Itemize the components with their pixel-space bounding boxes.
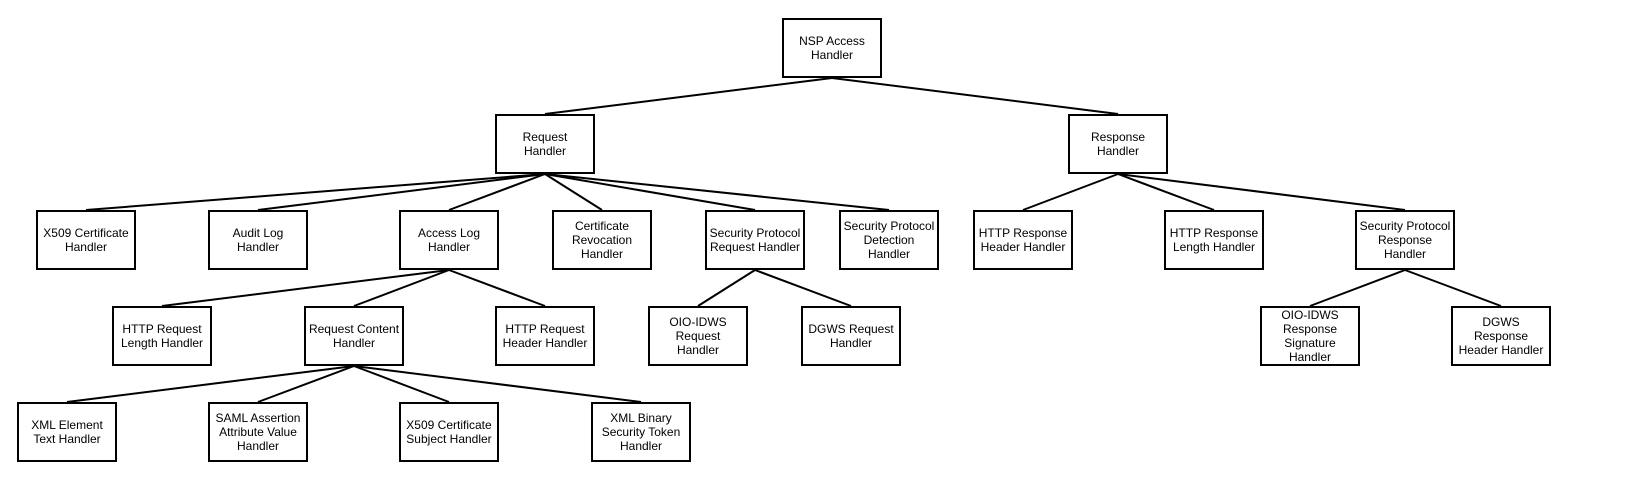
node-request-content-handler: Request Content Handler [304, 306, 404, 366]
edge-nsp-resp [831, 77, 1119, 115]
node-audit-log-handler: Audit Log Handler [208, 210, 308, 270]
node-saml-assertion-attribute-value-handler: SAML Assertion Attribute Value Handler [208, 402, 308, 462]
edge-reqcontent-saml [257, 365, 355, 403]
node-http-response-header-handler: HTTP Response Header Handler [973, 210, 1073, 270]
edge-req-access [448, 173, 546, 211]
node-access-log-handler: Access Log Handler [399, 210, 499, 270]
node-x509-certificate-subject-handler: X509 Certificate Subject Handler [399, 402, 499, 462]
node-oio-idws-request-handler: OIO-IDWS Request Handler [648, 306, 748, 366]
edge-secreq-oioreq [697, 269, 756, 307]
edge-secresp-oioresp [1309, 269, 1406, 307]
edge-req-x509 [85, 173, 546, 211]
edge-access-reqcontent [353, 269, 450, 307]
node-certificate-revocation-handler: Certificate Revocation Handler [552, 210, 652, 270]
node-dgws-response-header-handler: DGWS Response Header Handler [1451, 306, 1551, 366]
node-xml-element-text-handler: XML Element Text Handler [17, 402, 117, 462]
node-security-protocol-request-handler: Security Protocol Request Handler [705, 210, 805, 270]
edge-reqcontent-x509subj [353, 365, 450, 403]
node-http-request-header-handler: HTTP Request Header Handler [495, 306, 595, 366]
edge-nsp-req [544, 77, 833, 115]
edge-req-certrev [544, 173, 603, 211]
node-x509-certificate-handler: X509 Certificate Handler [36, 210, 136, 270]
edge-resp-httprh [1022, 173, 1119, 211]
node-request-handler: Request Handler [495, 114, 595, 174]
edge-req-secdet [544, 173, 890, 211]
node-nsp-access-handler: NSP Access Handler [782, 18, 882, 78]
edge-secreq-dgwsreq [754, 269, 852, 307]
node-oio-idws-response-signature-handler: OIO-IDWS Response Signature Handler [1260, 306, 1360, 366]
edge-req-audit [257, 173, 546, 211]
edge-secresp-dgwsresp [1404, 269, 1502, 307]
edge-reqcontent-xmlelem [66, 365, 355, 403]
node-xml-binary-security-token-handler: XML Binary Security Token Handler [591, 402, 691, 462]
node-security-protocol-response-handler: Security Protocol Response Handler [1355, 210, 1455, 270]
node-http-response-length-handler: HTTP Response Length Handler [1164, 210, 1264, 270]
edge-access-httpreqlen [161, 269, 450, 307]
node-dgws-request-handler: DGWS Request Handler [801, 306, 901, 366]
edge-resp-secresp [1117, 173, 1406, 211]
edge-resp-httprl [1117, 173, 1215, 211]
edge-reqcontent-xmlbin [353, 365, 642, 403]
node-response-handler: Response Handler [1068, 114, 1168, 174]
node-http-request-length-handler: HTTP Request Length Handler [112, 306, 212, 366]
node-security-protocol-detection-handler: Security Protocol Detection Handler [839, 210, 939, 270]
edge-req-secreq [544, 173, 756, 211]
edge-access-httpreqhdr [448, 269, 546, 307]
